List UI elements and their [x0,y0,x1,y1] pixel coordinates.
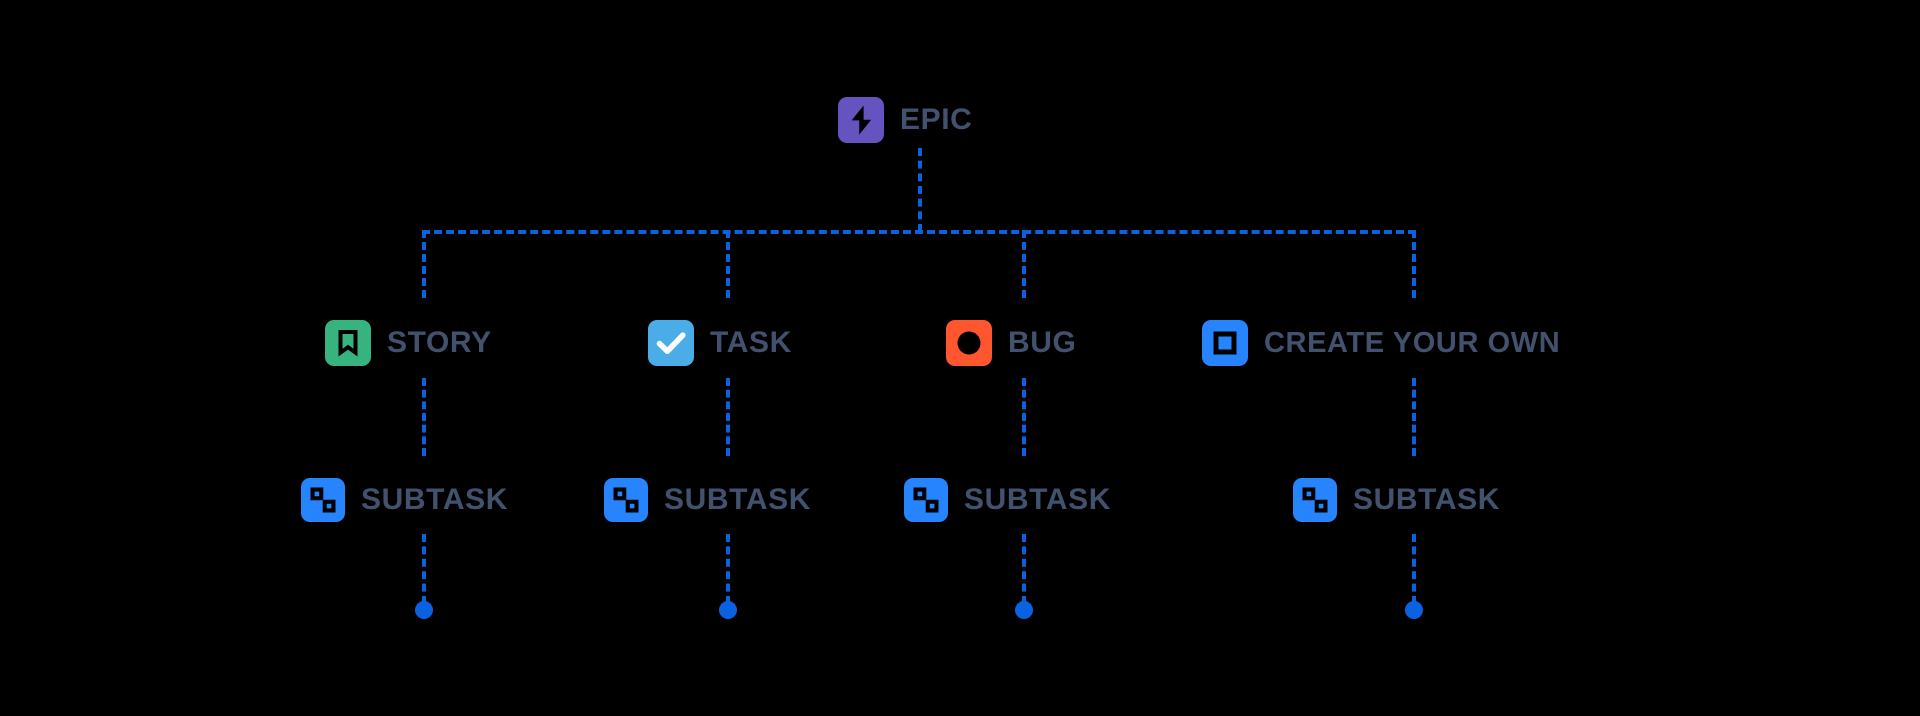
node-create-your-own-label: CREATE YOUR OWN [1264,326,1561,359]
connector-bus-to-custom [1412,230,1416,298]
connector-custom-to-subtask [1412,378,1416,456]
node-subtask-4[interactable]: SUBTASK [1293,478,1500,522]
node-create-your-own[interactable]: CREATE YOUR OWN [1202,320,1560,366]
node-subtask-label: SUBTASK [964,483,1111,516]
connector-epic-stem [918,148,922,232]
subtask-endpoint-dot-4 [1405,601,1423,619]
node-task[interactable]: TASK [648,320,792,366]
node-subtask-label: SUBTASK [1353,483,1500,516]
node-subtask-2[interactable]: SUBTASK [604,478,811,522]
subtask-endpoint-dot-1 [415,601,433,619]
connector-subtask-tail-1 [422,534,426,604]
story-bookmark-icon [325,320,371,366]
connector-subtask-tail-2 [726,534,730,604]
node-subtask-1[interactable]: SUBTASK [301,478,508,522]
node-subtask-3[interactable]: SUBTASK [904,478,1111,522]
node-bug[interactable]: BUG [946,320,1076,366]
node-story[interactable]: STORY [325,320,492,366]
connector-bug-to-subtask [1022,378,1026,456]
node-task-label: TASK [710,326,792,359]
node-story-label: STORY [387,326,492,359]
custom-square-icon [1202,320,1248,366]
connector-subtask-tail-4 [1412,534,1416,604]
connector-bus-to-bug [1022,230,1026,298]
connector-horizontal-bus [422,230,1416,234]
bug-circle-icon [946,320,992,366]
subtask-blocks-icon [604,478,648,522]
connector-story-to-subtask [422,378,426,456]
node-bug-label: BUG [1008,326,1077,359]
subtask-blocks-icon [904,478,948,522]
subtask-endpoint-dot-2 [719,601,737,619]
connector-subtask-tail-3 [1022,534,1026,604]
subtask-endpoint-dot-3 [1015,601,1033,619]
subtask-blocks-icon [1293,478,1337,522]
epic-bolt-icon [838,97,884,143]
node-epic-label: EPIC [900,103,973,136]
connector-bus-to-task [726,230,730,298]
connector-task-to-subtask [726,378,730,456]
node-subtask-label: SUBTASK [361,483,508,516]
node-subtask-label: SUBTASK [664,483,811,516]
node-epic[interactable]: EPIC [838,97,972,143]
connector-bus-to-story [422,230,426,298]
subtask-blocks-icon [301,478,345,522]
task-check-icon [648,320,694,366]
